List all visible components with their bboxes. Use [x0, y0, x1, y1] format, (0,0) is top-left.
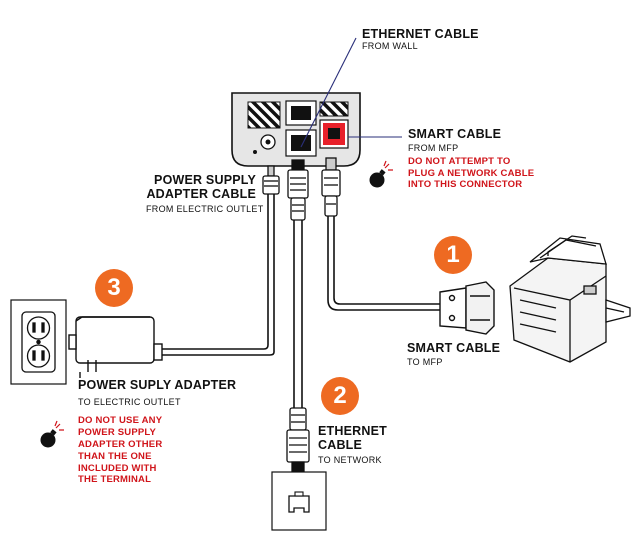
ethernet-cable: [293, 220, 303, 408]
step-badge-2: 2: [321, 377, 359, 415]
label-power-adapter: POWER SUPLY ADAPTER TO ELECTRIC OUTLET: [78, 378, 236, 408]
step-badge-1: 1: [434, 236, 472, 274]
warning-line: DO NOT USE ANY: [78, 415, 163, 426]
label-title: ETHERNET CABLE: [362, 27, 479, 41]
warning-line: ADAPTER OTHER: [78, 438, 163, 450]
smart-plug-top: [321, 157, 341, 217]
power-plug-connector: [262, 165, 280, 195]
smart-cable: [327, 215, 440, 311]
label-ethernet-to-network: ETHERNET CABLE TO NETWORK: [318, 424, 387, 465]
label-title: CABLE: [318, 438, 363, 453]
label-title: ETHERNET: [318, 424, 387, 438]
label-smart-cable-to-mfp: SMART CABLE TO MFP: [407, 341, 500, 368]
label-subtitle: FROM MFP: [408, 143, 459, 154]
label-title: ADAPTER CABLE: [146, 187, 256, 202]
label-smart-cable-from-mfp: SMART CABLE FROM MFP DO NOT ATTEMPT TO P…: [408, 127, 534, 191]
bomb-icon: [40, 420, 64, 448]
warning-line: THAN THE ONE: [78, 450, 152, 462]
warning-line: POWER SUPPLY: [78, 426, 157, 438]
warning-line: THE TERMINAL: [78, 474, 152, 486]
label-subtitle: TO NETWORK: [318, 454, 382, 465]
ethernet-wall-jack-icon: [271, 471, 327, 531]
label-title: SMART CABLE: [408, 127, 502, 141]
label-subtitle: FROM WALL: [362, 41, 418, 52]
label-title: POWER SUPLY ADAPTER: [78, 378, 237, 392]
printer-icon: [509, 235, 631, 363]
power-supply-cable: [160, 190, 275, 356]
label-title: SMART CABLE: [407, 341, 501, 355]
ethernet-plug-top: [287, 159, 309, 221]
power-adapter-icon: [68, 316, 163, 378]
label-ethernet-from-wall: ETHERNET CABLE FROM WALL: [362, 27, 479, 52]
label-subtitle: FROM ELECTRIC OUTLET: [146, 203, 264, 214]
warning-line: PLUG A NETWORK CABLE: [408, 167, 535, 179]
bomb-icon: [369, 160, 393, 188]
label-power-supply-cable: POWER SUPPLY ADAPTER CABLE FROM ELECTRIC…: [146, 173, 264, 214]
ethernet-plug-bottom: [286, 407, 310, 473]
warning-line: INTO THIS CONNECTOR: [408, 179, 523, 191]
smart-cable-db-connector: [439, 281, 495, 335]
pointer-lines: [300, 37, 402, 148]
electric-outlet-icon: [10, 299, 67, 385]
warning-line: DO NOT ATTEMPT TO: [408, 155, 511, 167]
label-title: POWER SUPPLY: [154, 173, 256, 187]
warning-line: INCLUDED WITH: [78, 462, 157, 474]
label-subtitle: TO ELECTRIC OUTLET: [78, 397, 181, 408]
label-subtitle: TO MFP: [407, 357, 443, 368]
step-badge-3: 3: [95, 269, 133, 307]
terminal-box-icon: [231, 92, 361, 167]
warning-power-adapter: DO NOT USE ANY POWER SUPPLY ADAPTER OTHE…: [78, 415, 162, 486]
